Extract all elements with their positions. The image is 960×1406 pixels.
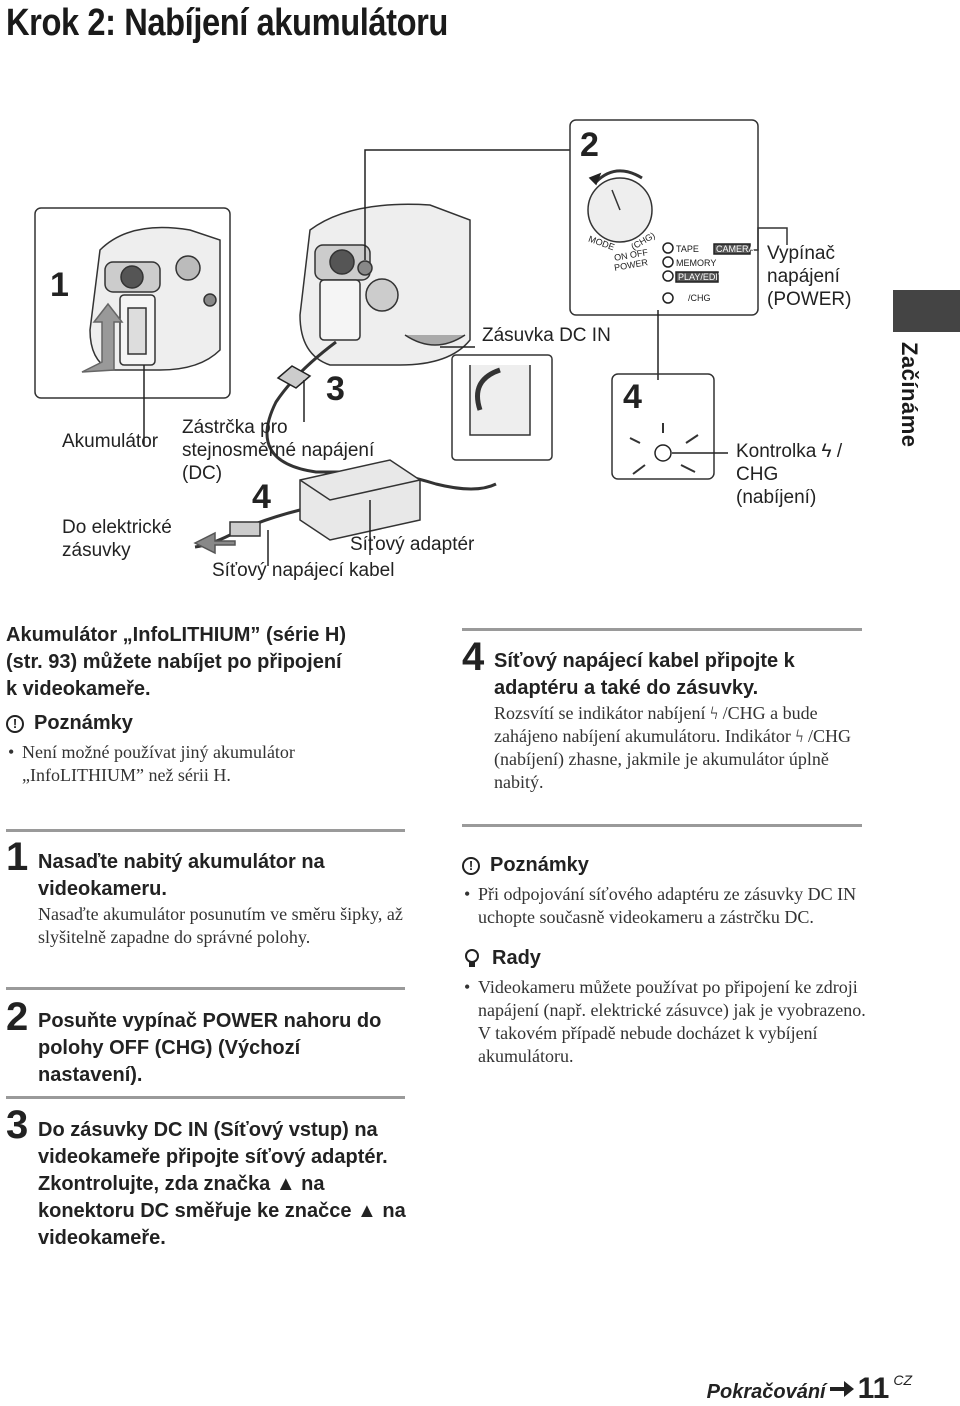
- intro-block: Akumulátor „InfoLITHIUM” (série H) (str.…: [6, 622, 426, 787]
- note-item: Při odpojování síťového adaptéru ze zásu…: [462, 883, 868, 929]
- figure-step-4b: 4: [623, 378, 642, 416]
- language-code: CZ: [893, 1372, 912, 1388]
- notes-block: ! Poznámky Při odpojování síťového adapt…: [462, 854, 872, 1068]
- notes-heading: ! Poznámky: [462, 854, 872, 877]
- page-footer: Pokračování 11 CZ: [707, 1372, 912, 1406]
- divider: [6, 829, 405, 832]
- dial-play-edit: PLAY/EDIT: [678, 272, 724, 282]
- step-2: 2 Posuňte vypínač POWER nahoru do polohy…: [6, 995, 406, 1089]
- label-sitovy-kabel: Síťový napájecí kabel: [212, 560, 395, 581]
- label-zastrcka-1: Zástrčka pro: [182, 417, 288, 438]
- label-do-zasuvky-2: zásuvky: [62, 540, 131, 561]
- section-tab-label: Začínáme: [897, 342, 922, 448]
- step-number: 4: [462, 635, 485, 679]
- step-body: Rozsvítí se indikátor nabíjení ϟ /CHG a …: [494, 703, 852, 792]
- intro-line-2: (str. 93) můžete nabíjet po připojení: [6, 651, 342, 673]
- section-tab-marker: [893, 290, 960, 332]
- divider: [6, 1096, 405, 1099]
- dial-tape: TAPE: [676, 244, 699, 254]
- figure-step-3: 3: [326, 370, 345, 408]
- page-number: 11: [857, 1372, 890, 1405]
- intro-note-item: Není možné používat jiný akumulátor „Inf…: [6, 741, 352, 787]
- step-4: 4 Síťový napájecí kabel připojte k adapt…: [462, 635, 862, 794]
- illustration: 1 2 3 4 4 Akumulátor Zástrčka pro stejno…: [0, 110, 890, 600]
- dial-memory: MEMORY: [676, 258, 717, 268]
- label-sitovy-adapter: Síťový adaptér: [350, 534, 475, 555]
- label-zasuvka-dc: Zásuvka DC IN: [482, 325, 611, 346]
- dial-camera: CAMERA: [716, 244, 755, 254]
- label-zastrcka-2: stejnosměrné napájení: [182, 440, 375, 461]
- notes-title: Poznámky: [34, 712, 133, 734]
- label-kontrolka-3: (nabíjení): [736, 487, 817, 508]
- step-title: Posuňte vypínač POWER nahoru do polohy O…: [38, 1010, 382, 1086]
- label-vypinac-1: Vypínač: [767, 243, 835, 264]
- note-icon: !: [6, 714, 24, 733]
- intro-line-3: k videokameře.: [6, 678, 151, 700]
- step-number: 2: [6, 995, 29, 1039]
- step-3: 3 Do zásuvky DC IN (Síťový vstup) na vid…: [6, 1103, 406, 1252]
- notes-heading: ! Poznámky: [6, 712, 426, 735]
- step-1: 1 Nasaďte nabitý akumulátor na videokame…: [6, 835, 406, 949]
- notes-title: Poznámky: [490, 854, 589, 876]
- label-zastrcka-3: (DC): [182, 463, 223, 484]
- page-title: Krok 2: Nabíjení akumulátoru: [6, 2, 448, 44]
- label-vypinac-3: (POWER): [767, 289, 852, 310]
- step-number: 1: [6, 835, 29, 879]
- camcorder-main: [299, 203, 471, 366]
- dial-chg-lamp: /CHG: [688, 293, 711, 303]
- camcorder-left: [89, 226, 221, 371]
- label-kontrolka-1: Kontrolka ϟ /: [736, 441, 843, 462]
- charging-diagram: [34, 119, 788, 566]
- step-body: Nasaďte akumulátor posunutím ve směru ši…: [38, 904, 403, 947]
- lightbulb-icon: [465, 948, 479, 967]
- insert-arrow: [81, 302, 124, 373]
- intro-line-1: Akumulátor „InfoLITHIUM” (série H): [6, 624, 347, 646]
- divider: [462, 628, 862, 631]
- step-title: Do zásuvky DC IN (Síťový vstup) na video…: [38, 1119, 406, 1249]
- step-title: Síťový napájecí kabel připojte k adaptér…: [494, 650, 795, 699]
- divider: [6, 987, 405, 990]
- arrow-right-icon: [829, 1381, 854, 1397]
- tips-heading: Rady: [462, 947, 872, 970]
- step-number: 3: [6, 1103, 29, 1147]
- figure-step-2: 2: [580, 126, 599, 164]
- label-do-zasuvky-1: Do elektrické: [62, 517, 172, 538]
- divider: [462, 824, 862, 827]
- figure-step-1: 1: [50, 266, 69, 304]
- figure-step-4a: 4: [252, 478, 271, 516]
- label-kontrolka-2: CHG: [736, 464, 779, 485]
- label-akumulator: Akumulátor: [62, 431, 159, 452]
- note-icon: !: [462, 856, 480, 875]
- tip-item: Videokameru můžete používat po připojení…: [462, 976, 868, 1068]
- tips-title: Rady: [492, 947, 541, 969]
- continue-label[interactable]: Pokračování: [706, 1381, 826, 1403]
- label-vypinac-2: napájení: [767, 266, 840, 287]
- step-title: Nasaďte nabitý akumulátor na videokameru…: [38, 851, 325, 900]
